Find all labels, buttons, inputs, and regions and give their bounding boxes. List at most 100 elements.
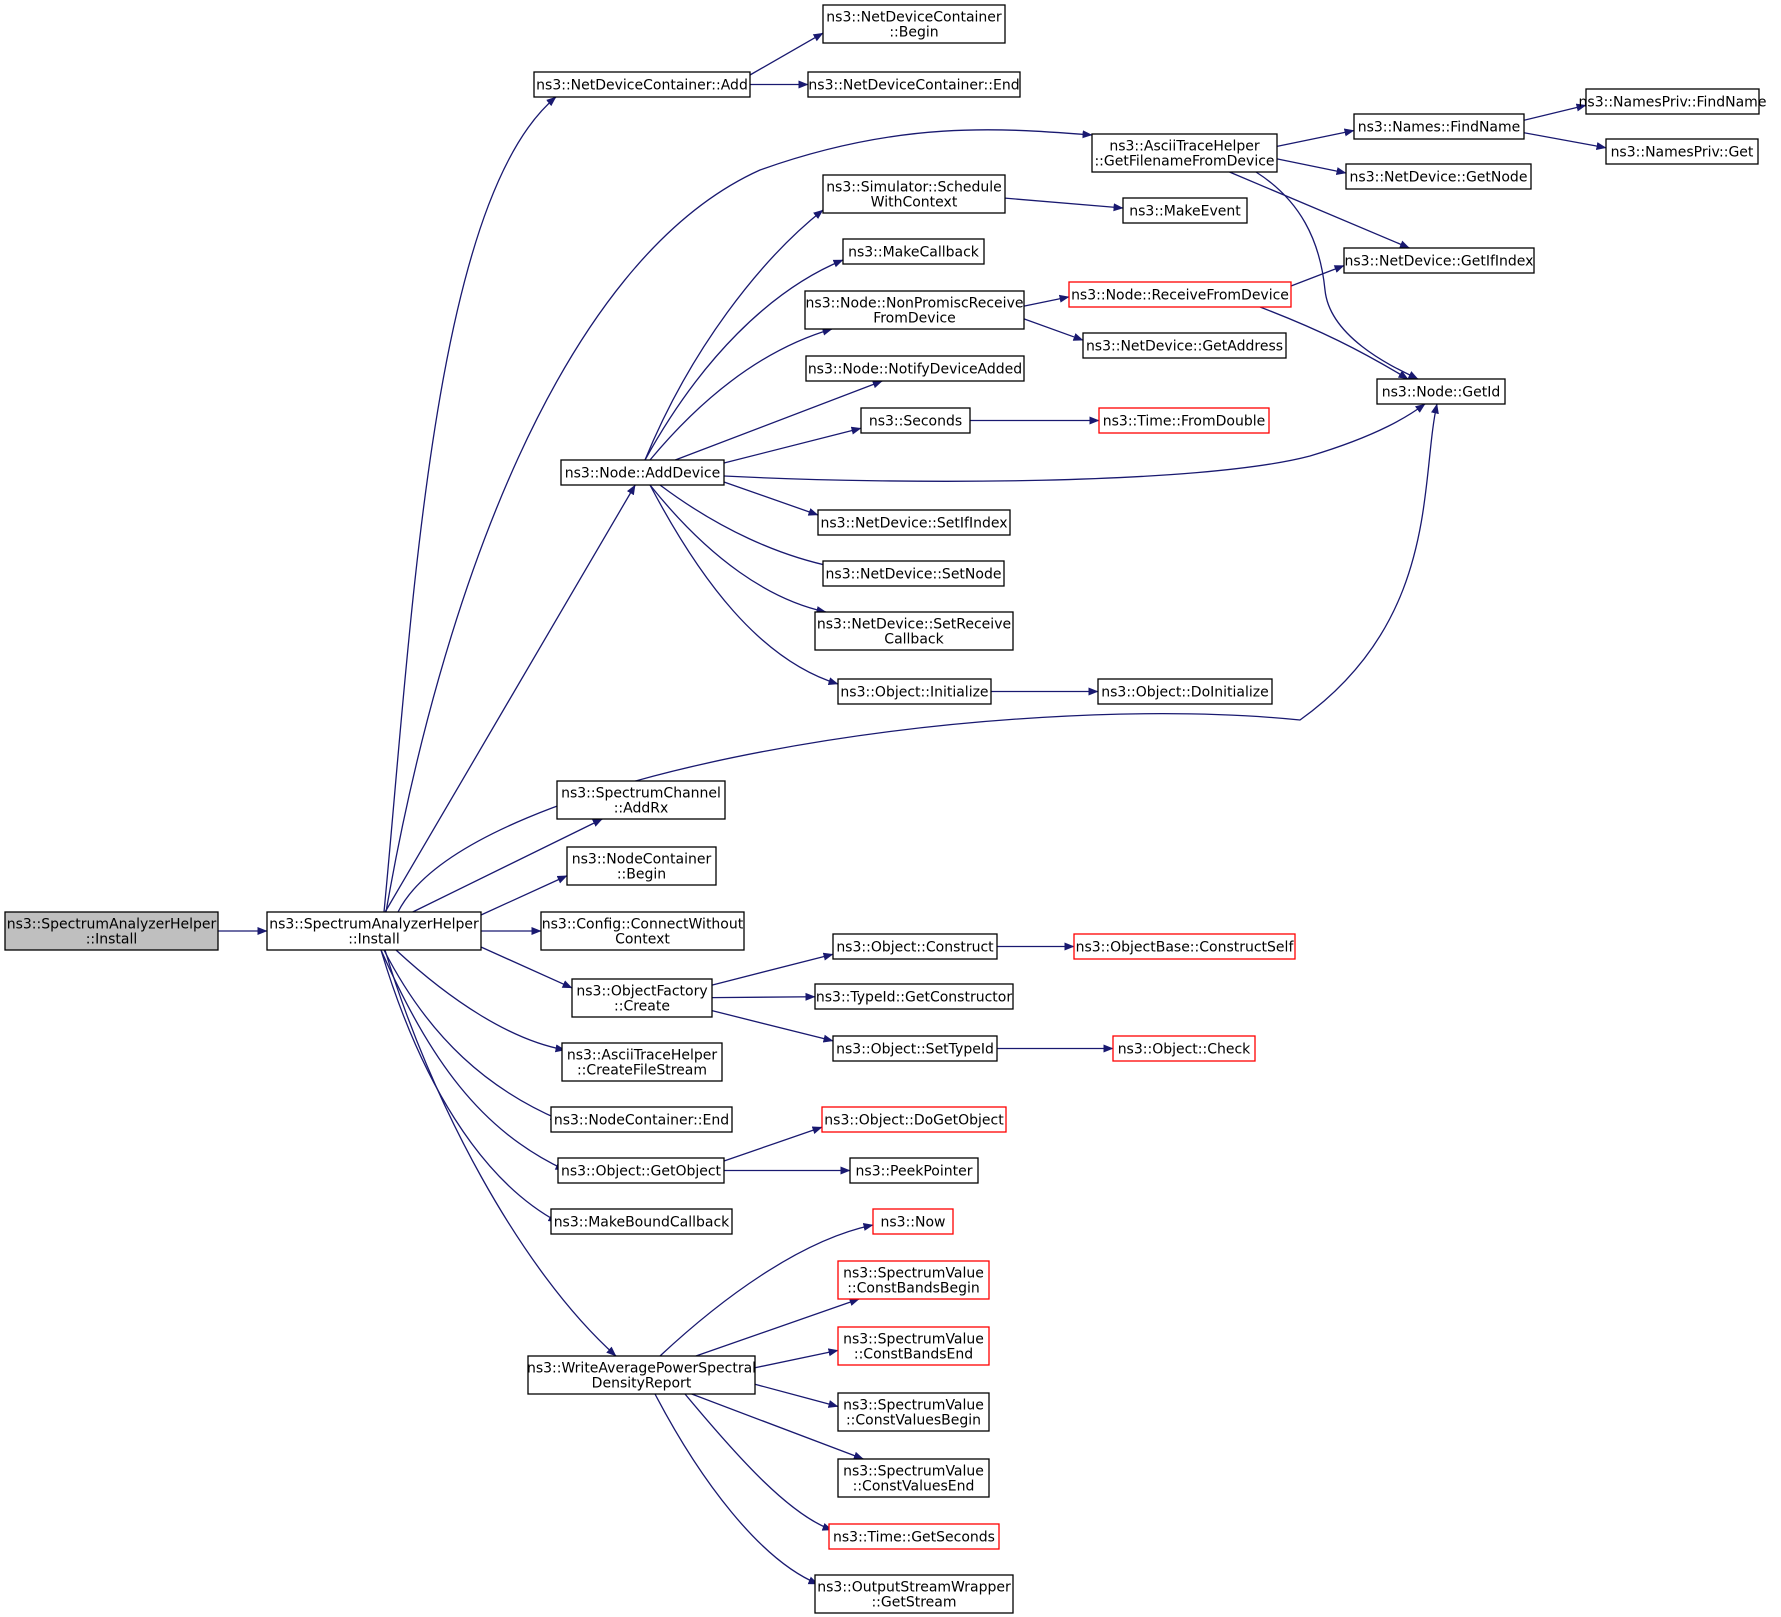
- node-time-getsec[interactable]: ns3::Time::GetSeconds: [828, 1523, 1000, 1550]
- node-obj-settypeid[interactable]: ns3::Object::SetTypeId: [832, 1035, 998, 1062]
- node-label: ns3::AsciiTraceHelper: [567, 1048, 718, 1064]
- node-obj-doinit[interactable]: ns3::Object::DoInitialize: [1097, 678, 1273, 705]
- node-nd-setifindex[interactable]: ns3::NetDevice::SetIfIndex: [817, 509, 1011, 536]
- node-box: [822, 560, 1005, 587]
- node-label: ::Install: [348, 932, 400, 948]
- node-ascii-createfs[interactable]: ns3::AsciiTraceHelper::CreateFileStream: [561, 1042, 723, 1082]
- edge-of_create-to-typeid_getctor: [711, 992, 816, 1001]
- node-label: ns3::OutputStreamWrapper: [817, 1580, 1011, 1596]
- edge-install-to-node_adddevice: [384, 484, 636, 913]
- node-label: ::Install: [86, 932, 138, 948]
- node-ascii-getfn[interactable]: ns3::AsciiTraceHelper::GetFilenameFromDe…: [1091, 133, 1278, 173]
- node-node-adddevice[interactable]: ns3::Node::AddDevice: [560, 459, 725, 486]
- node-box: [1097, 678, 1273, 705]
- node-box: [821, 1106, 1007, 1133]
- node-ndc-end[interactable]: ns3::NetDeviceContainer::End: [807, 71, 1021, 98]
- node-nd-getaddr[interactable]: ns3::NetDevice::GetAddress: [1082, 332, 1287, 359]
- edge-names_find-to-namespriv_find: [1523, 103, 1587, 121]
- edge-node_adddevice-to-make_cb: [644, 259, 844, 461]
- node-nd-getifindex[interactable]: ns3::NetDevice::GetIfIndex: [1343, 247, 1535, 274]
- edge-node_adddevice-to-sim_sched: [644, 209, 824, 461]
- node-nd-getnode[interactable]: ns3::NetDevice::GetNode: [1345, 163, 1532, 190]
- edge-install-to-node_getid: [397, 403, 1439, 913]
- node-label: ns3::SpectrumValue: [843, 1398, 984, 1414]
- node-label: ns3::SpectrumAnalyzerHelper: [269, 917, 479, 933]
- node-make-event[interactable]: ns3::MakeEvent: [1122, 197, 1248, 224]
- node-label: ns3::NetDevice::GetIfIndex: [1345, 254, 1534, 270]
- node-sv-cvb[interactable]: ns3::SpectrumValue::ConstValuesBegin: [837, 1392, 990, 1432]
- edge-node_adddevice-to-node_notify: [675, 380, 883, 461]
- node-obj-construct[interactable]: ns3::Object::Construct: [832, 933, 998, 960]
- node-box: [842, 238, 985, 265]
- edge-node_recv-to-nd_getifindex: [1290, 264, 1345, 287]
- node-obj-init[interactable]: ns3::Object::Initialize: [837, 678, 992, 705]
- node-box: [1605, 138, 1759, 165]
- node-node-notify[interactable]: ns3::Node::NotifyDeviceAdded: [805, 355, 1025, 382]
- node-make-cb[interactable]: ns3::MakeCallback: [842, 238, 985, 265]
- node-label: ns3::ObjectFactory: [576, 984, 707, 1000]
- node-label: WithContext: [871, 195, 958, 211]
- node-now[interactable]: ns3::Now: [872, 1208, 954, 1235]
- node-seconds[interactable]: ns3::Seconds: [860, 407, 971, 434]
- edge-install-to-make_bound_cb: [380, 949, 559, 1223]
- node-label: ns3::NetDevice::GetAddress: [1086, 339, 1283, 355]
- node-typeid-getctor[interactable]: ns3::TypeId::GetConstructor: [814, 983, 1014, 1010]
- node-nc-end[interactable]: ns3::NodeContainer::End: [550, 1106, 733, 1133]
- node-label: DensityReport: [592, 1376, 692, 1392]
- edge-obj_getobj-to-obj_dogetobj: [723, 1126, 823, 1162]
- node-label: ::ConstBandsBegin: [847, 1281, 980, 1297]
- node-nc-begin[interactable]: ns3::NodeContainer::Begin: [566, 846, 717, 886]
- node-objbase-construct[interactable]: ns3::ObjectBase::ConstructSelf: [1073, 933, 1296, 960]
- nodes-layer: ns3::SpectrumAnalyzerHelper::Installns3:…: [4, 4, 1767, 1614]
- node-obj-dogetobj[interactable]: ns3::Object::DoGetObject: [821, 1106, 1007, 1133]
- node-nd-setnode[interactable]: ns3::NetDevice::SetNode: [822, 560, 1005, 587]
- node-obj-check[interactable]: ns3::Object::Check: [1112, 1035, 1256, 1062]
- node-node-recv[interactable]: ns3::Node::ReceiveFromDevice: [1068, 281, 1292, 308]
- node-ndc-add[interactable]: ns3::NetDeviceContainer::Add: [533, 71, 751, 98]
- edge-write_avg-to-time_getsec: [684, 1393, 833, 1531]
- node-label: ns3::Seconds: [869, 414, 962, 430]
- edge-install-to-nc_end: [383, 949, 561, 1121]
- node-label: ns3::Node::GetId: [1382, 385, 1500, 401]
- node-sv-cbe[interactable]: ns3::SpectrumValue::ConstBandsEnd: [837, 1326, 990, 1366]
- node-node-getid[interactable]: ns3::Node::GetId: [1376, 378, 1506, 405]
- node-box: [1091, 133, 1278, 173]
- node-label: ns3::NetDeviceContainer: [826, 10, 1002, 26]
- node-label: ns3::ObjectBase::ConstructSelf: [1076, 940, 1295, 956]
- node-label: ::ConstValuesBegin: [846, 1413, 981, 1429]
- node-label: Callback: [884, 632, 944, 648]
- node-box: [1068, 281, 1292, 308]
- edge-node_adddevice-to-node_getid: [723, 403, 1426, 482]
- node-write-avg[interactable]: ns3::WriteAveragePowerSpectralDensityRep…: [527, 1355, 756, 1395]
- node-osw-getstream[interactable]: ns3::OutputStreamWrapper::GetStream: [814, 1574, 1014, 1614]
- node-box: [1343, 247, 1535, 274]
- edge-install-to-sc_addrx: [412, 818, 603, 913]
- node-make-bound-cb[interactable]: ns3::MakeBoundCallback: [550, 1208, 733, 1235]
- node-label: ::AddRx: [614, 801, 669, 817]
- edge-node_nonpromisc-to-nd_getaddr: [1023, 318, 1084, 341]
- node-install[interactable]: ns3::SpectrumAnalyzerHelper::Install: [266, 911, 482, 951]
- node-namespriv-get[interactable]: ns3::NamesPriv::Get: [1605, 138, 1759, 165]
- node-sv-cve[interactable]: ns3::SpectrumValue::ConstValuesEnd: [837, 1458, 990, 1498]
- node-namespriv-find[interactable]: ns3::NamesPriv::FindName: [1579, 88, 1767, 115]
- node-sc-addrx[interactable]: ns3::SpectrumChannel::AddRx: [556, 780, 726, 820]
- node-obj-getobj[interactable]: ns3::Object::GetObject: [557, 1157, 725, 1184]
- node-label: ns3::PeekPointer: [856, 1164, 973, 1180]
- node-names-find[interactable]: ns3::Names::FindName: [1353, 113, 1525, 140]
- node-label: ns3::Node::NonPromiscReceive: [806, 296, 1024, 312]
- node-ndc-begin[interactable]: ns3::NetDeviceContainer::Begin: [822, 4, 1006, 44]
- node-box: [837, 1260, 990, 1300]
- node-of-create[interactable]: ns3::ObjectFactory::Create: [571, 978, 713, 1018]
- node-label: ::ConstValuesEnd: [853, 1479, 975, 1495]
- edge-node_recv-to-node_getid: [1259, 306, 1409, 380]
- edge-install-to-nc_begin: [480, 875, 568, 916]
- node-box: [1353, 113, 1525, 140]
- node-sv-cbb[interactable]: ns3::SpectrumValue::ConstBandsBegin: [837, 1260, 990, 1300]
- node-time-fromdouble[interactable]: ns3::Time::FromDouble: [1098, 407, 1270, 434]
- node-box: [561, 1042, 723, 1082]
- node-peek-pointer[interactable]: ns3::PeekPointer: [849, 1157, 979, 1184]
